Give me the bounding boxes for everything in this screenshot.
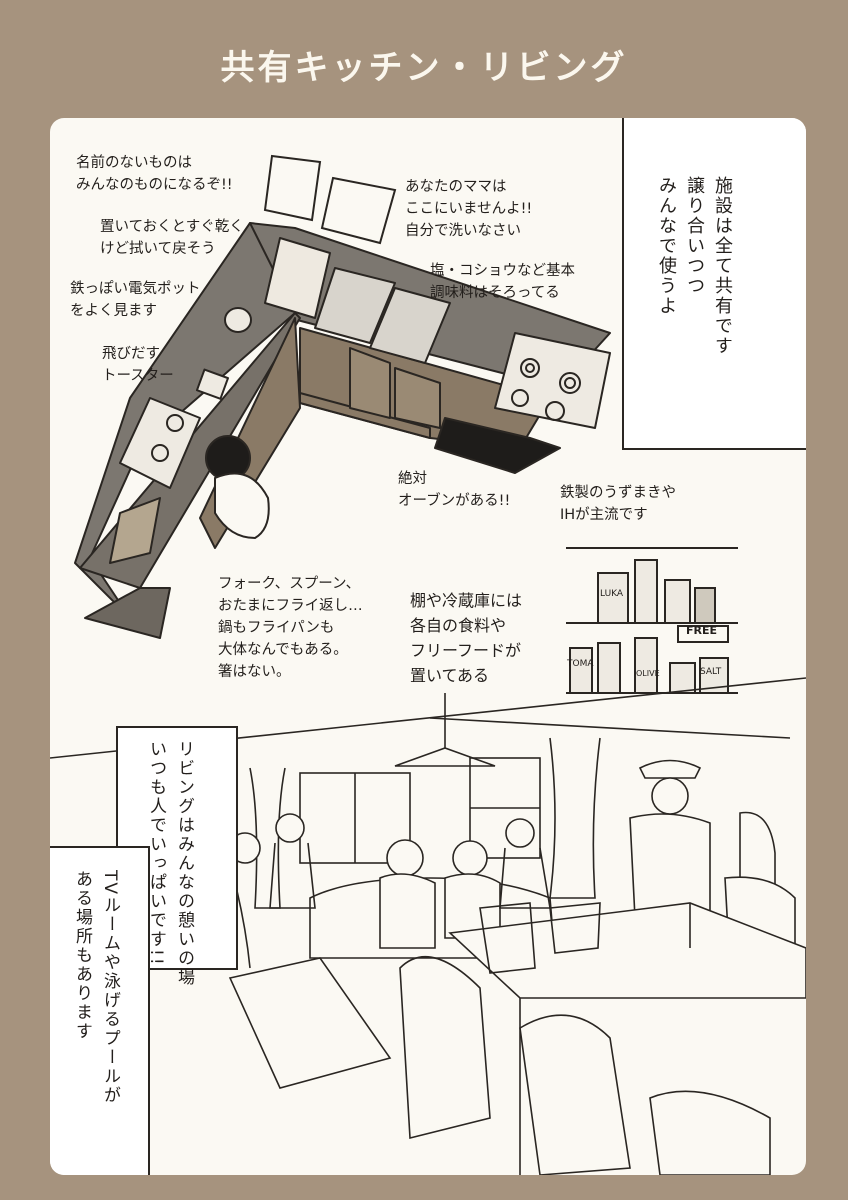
note-names: 名前のないものは みんなのものになるぞ!! — [76, 155, 233, 193]
note-utensils: フォーク、スプーン、 おたまにフライ返し… 鍋もフライパンも 大体なんでもある。… — [218, 576, 363, 680]
label-olive: OLIVE — [636, 669, 660, 678]
wall-posters — [263, 154, 397, 245]
cook-figure — [205, 435, 270, 540]
note-ih: 鉄製のうずまきや IHが主流です — [560, 485, 676, 523]
note-salt: 塩・コショウなど基本 調味料はそろってる — [430, 263, 575, 301]
note-shelf: 棚や冷蔵庫には 各自の食料や フリーフードが 置いてある — [410, 591, 523, 685]
note-toaster: 飛びだす トースター — [102, 346, 174, 384]
note-pot: 鉄っぽい電気ポット をよく見ます — [70, 281, 201, 319]
note-oven: 絶対 オーブンがある!! — [398, 471, 511, 509]
caption-living: リビングはみんなの憩いの場 いつも人でいっぱいです!! — [146, 740, 194, 987]
caption-box-top — [622, 118, 806, 450]
label-luka: LUKA — [600, 589, 624, 599]
caption-top: 施設は全て共有です 譲り合いつつ みんなで使うよ — [656, 176, 733, 356]
label-salt: SALT — [700, 667, 722, 677]
note-dry: 置いておくとすぐ乾く けど拭いて戻そう — [100, 219, 244, 257]
stove-burners — [151, 358, 581, 462]
label-tomato: TOMA — [567, 659, 594, 669]
label-free: FREE — [686, 624, 718, 637]
note-mama: あなたのママは ここにいませんよ!! 自分で洗いなさい — [405, 179, 533, 239]
illustration — [50, 154, 806, 1175]
caption-tv: TVルームや泳げるプールが ある場所もあります — [72, 870, 120, 1106]
kitchen-counter — [74, 222, 611, 639]
comic-panel: 名前のないものは みんなのものになるぞ!! あなたのママは ここにいませんよ!!… — [50, 118, 806, 1175]
caption-box-tv — [50, 846, 150, 1175]
page-title: 共有キッチン・リビング — [220, 48, 628, 88]
shelf-unit — [566, 547, 738, 694]
